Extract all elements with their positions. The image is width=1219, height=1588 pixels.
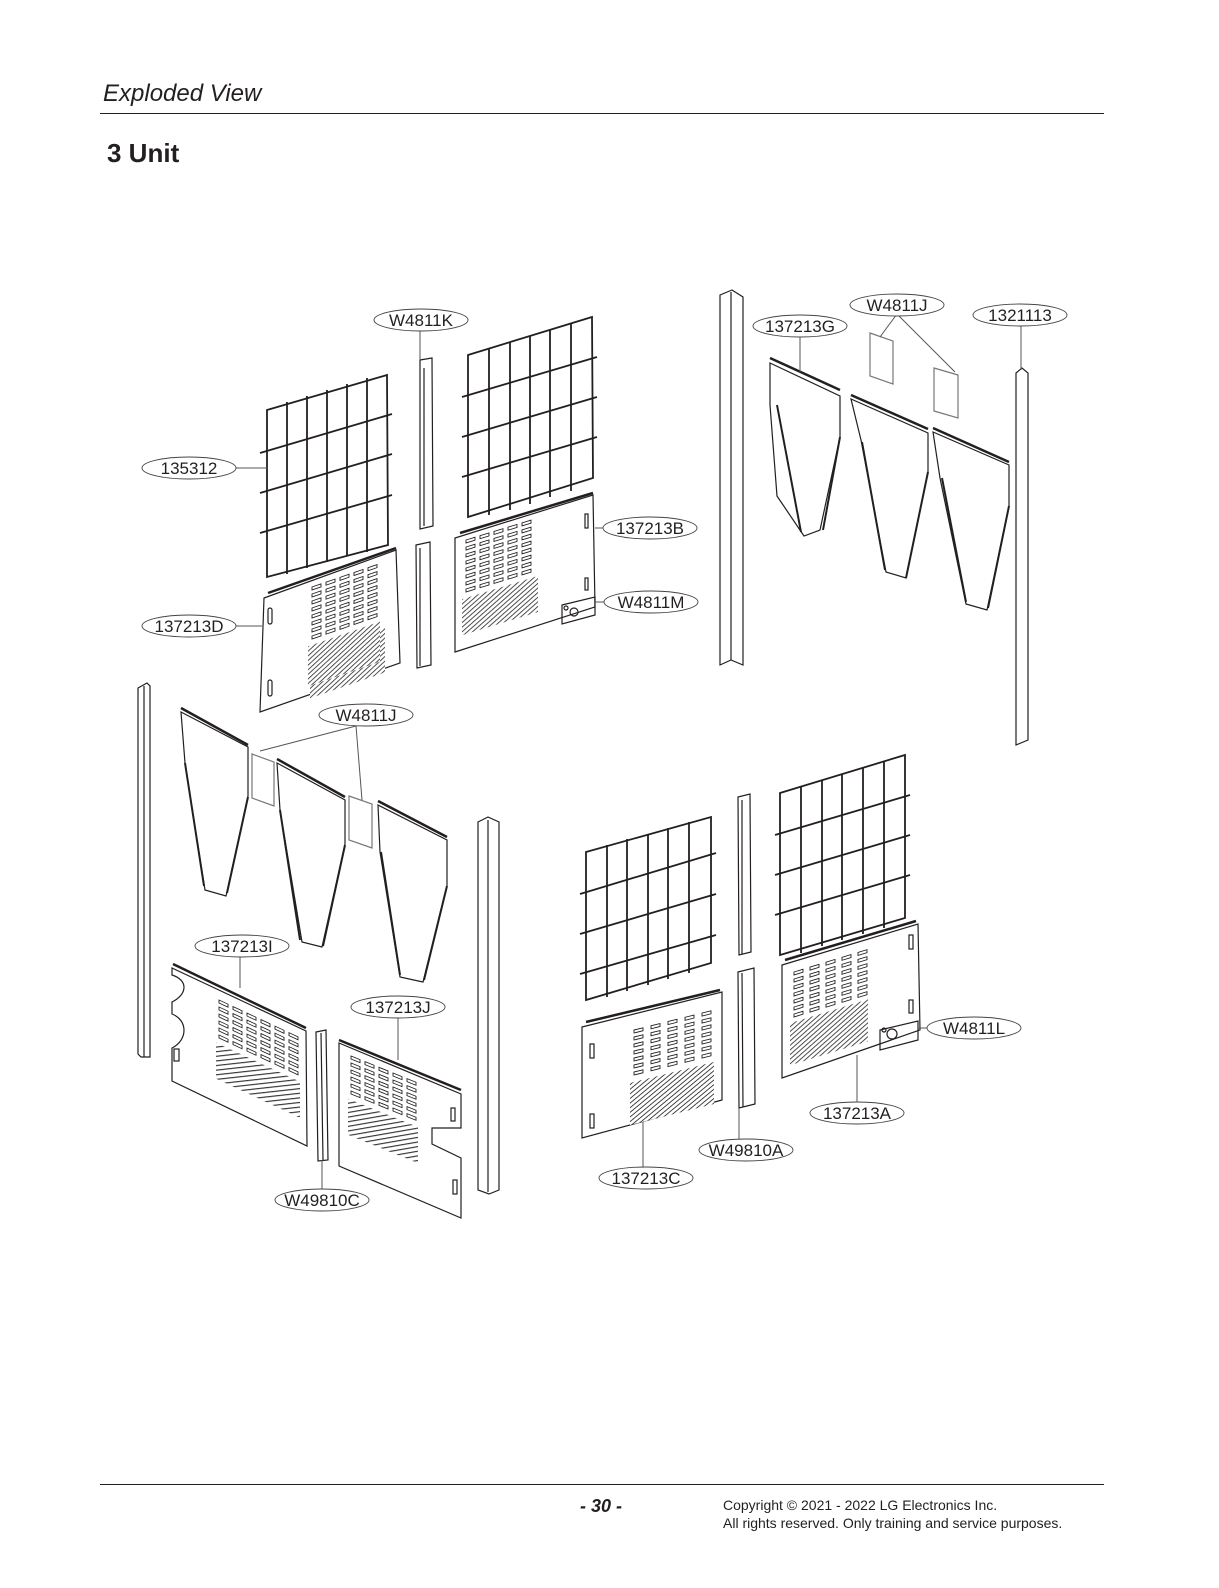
svg-text:W49810C: W49810C — [284, 1191, 360, 1210]
bracket-w4811k — [415, 357, 434, 669]
louver-slots-137213d — [308, 564, 380, 687]
svg-text:W4811L: W4811L — [943, 1019, 1005, 1038]
bracket-upper-lower-right — [737, 793, 752, 956]
svg-text:137213C: 137213C — [611, 1169, 680, 1188]
leader-lines — [236, 313, 1022, 1190]
plate-w4811j-upper — [869, 332, 959, 419]
corner-post-1321113 — [1015, 367, 1029, 746]
svg-text:W4811M: W4811M — [618, 593, 685, 612]
svg-text:135312: 135312 — [161, 459, 218, 478]
page-number: - 30 - — [580, 1496, 623, 1516]
callout-w4811l: W4811L — [926, 1016, 1022, 1040]
callout-135312: 135312 — [141, 456, 237, 480]
svg-text:137213J: 137213J — [365, 998, 430, 1017]
svg-text:W4811K: W4811K — [389, 311, 454, 330]
unit-title: 3 Unit — [107, 138, 180, 168]
svg-text:137213I: 137213I — [211, 937, 272, 956]
fin-panel-left-mid — [180, 706, 249, 897]
callout-w4811m: W4811M — [603, 590, 699, 614]
svg-text:W4811J: W4811J — [866, 296, 927, 315]
corner-post-mid-left — [137, 682, 151, 1058]
callout-w4811k: W4811K — [373, 308, 469, 332]
callout-1321113: 1321113 — [972, 303, 1068, 327]
callout-w49810c: W49810C — [274, 1188, 370, 1212]
callout-w49810a: W49810A — [698, 1138, 794, 1162]
fin-panel-mid-upper — [850, 393, 929, 579]
svg-text:137213B: 137213B — [616, 519, 684, 538]
callout-137213g: 137213G — [752, 314, 848, 338]
louvered-panel-137213a — [781, 919, 921, 1079]
svg-text:W49810A: W49810A — [709, 1141, 784, 1160]
fin-panel-137213g — [769, 356, 841, 537]
mesh-grid-135312 — [259, 373, 393, 579]
corner-post-upper-left — [719, 289, 744, 666]
fin-panel-right-upper — [932, 426, 1010, 611]
service-plate-w4811m — [561, 596, 596, 625]
mesh-grid-lower-left — [579, 815, 717, 1002]
callout-137213c: 137213C — [598, 1166, 694, 1190]
section-title: Exploded View — [103, 80, 262, 107]
copyright-line-1: Copyright © 2021 - 2022 LG Electronics I… — [723, 1497, 998, 1513]
copyright: Copyright © 2021 - 2022 LG Electronics I… — [723, 1496, 1062, 1532]
svg-text:1321113: 1321113 — [988, 306, 1052, 325]
svg-text:W4811J: W4811J — [335, 706, 396, 725]
callout-w4811j-top: W4811J — [849, 293, 945, 317]
footer-rule — [100, 1484, 1104, 1485]
callout-137213a: 137213A — [809, 1101, 905, 1125]
svg-text:137213A: 137213A — [823, 1104, 892, 1123]
bracket-w49810a — [737, 967, 756, 1109]
fin-panel-center-mid — [276, 757, 346, 948]
louvered-panel-137213b — [454, 491, 596, 653]
copyright-line-2: All rights reserved. Only training and s… — [723, 1515, 1063, 1531]
callout-137213i: 137213I — [194, 934, 290, 958]
plate-w4811j-mid — [251, 753, 373, 849]
mesh-grid-lower-right — [774, 753, 911, 957]
callout-137213d: 137213D — [141, 614, 237, 638]
service-plate-w4811l — [879, 1020, 919, 1051]
corner-post-mid-right — [477, 816, 500, 1195]
callout-137213b: 137213B — [602, 516, 698, 540]
fin-panel-right-mid — [377, 799, 448, 983]
louvered-panel-137213j — [338, 1038, 462, 1219]
svg-text:137213G: 137213G — [765, 317, 835, 336]
mesh-grid-upper-center — [461, 315, 598, 519]
louvered-panel-137213c — [581, 988, 723, 1139]
header-rule — [100, 113, 1104, 114]
callouts: W4811K W4811J 137213G 1321113 135312 137… — [141, 293, 1068, 1212]
callout-w4811j-mid: W4811J — [318, 703, 414, 727]
callout-137213j: 137213J — [350, 995, 446, 1019]
louvered-panel-137213i — [171, 962, 308, 1147]
bracket-w49810c — [315, 1029, 329, 1162]
svg-text:137213D: 137213D — [154, 617, 223, 636]
